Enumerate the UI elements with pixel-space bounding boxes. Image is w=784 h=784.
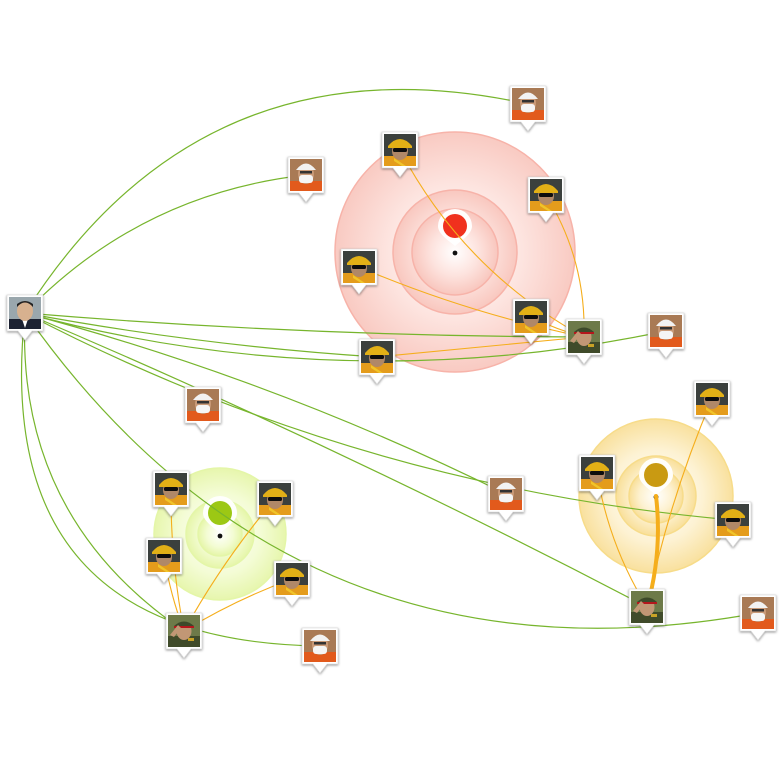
- link-leader-n19: [21, 312, 321, 647]
- firefighter-icon: [696, 383, 728, 415]
- link-leader-n7: [24, 312, 585, 338]
- red-cluster-center: [452, 250, 458, 256]
- firefighter-icon: [384, 134, 416, 166]
- node-n14[interactable]: [152, 470, 190, 517]
- node-n10[interactable]: [184, 386, 222, 433]
- link-leader-n1: [24, 88, 529, 314]
- firefighter-icon: [581, 457, 613, 489]
- masked-rescuer-icon: [490, 478, 522, 510]
- firefighter-icon: [155, 473, 187, 505]
- red-cluster-pin-icon[interactable]: [438, 209, 472, 246]
- node-n19[interactable]: [301, 627, 339, 674]
- link-leader-n20: [24, 312, 734, 521]
- link-n8-n7: [376, 336, 585, 358]
- soldier-icon: [568, 321, 600, 353]
- node-n2[interactable]: [381, 131, 419, 178]
- node-n21[interactable]: [628, 588, 666, 635]
- link-leader-n22: [24, 312, 759, 629]
- node-n11[interactable]: [693, 380, 731, 427]
- firefighter-icon: [717, 504, 749, 536]
- masked-rescuer-icon: [187, 389, 219, 421]
- node-n9[interactable]: [647, 312, 685, 359]
- node-n12[interactable]: [578, 454, 616, 501]
- cluster-layer: [153, 131, 734, 601]
- node-leader[interactable]: [6, 294, 44, 341]
- red-cluster: [334, 131, 576, 373]
- node-n1[interactable]: [509, 85, 547, 132]
- link-n2-n7: [399, 149, 585, 338]
- masked-rescuer-icon: [304, 630, 336, 662]
- link-leader-n21: [24, 312, 648, 608]
- node-n8[interactable]: [358, 338, 396, 385]
- person-portrait-icon: [9, 297, 41, 329]
- node-n18[interactable]: [165, 612, 203, 659]
- link-leader-n13: [24, 312, 507, 495]
- node-n20[interactable]: [714, 501, 752, 548]
- node-n13[interactable]: [487, 475, 525, 522]
- firefighter-icon: [148, 540, 180, 572]
- soldier-icon: [631, 591, 663, 623]
- masked-rescuer-icon: [290, 159, 322, 191]
- firefighter-icon: [515, 301, 547, 333]
- node-n16[interactable]: [145, 537, 183, 584]
- node-n3[interactable]: [287, 156, 325, 203]
- node-n17[interactable]: [273, 560, 311, 607]
- node-n6[interactable]: [512, 298, 550, 345]
- link-leader-n18: [23, 312, 185, 632]
- masked-rescuer-icon: [512, 88, 544, 120]
- masked-rescuer-icon: [650, 315, 682, 347]
- node-n5[interactable]: [340, 248, 378, 295]
- green-cluster-center: [217, 533, 223, 539]
- firefighter-icon: [361, 341, 393, 373]
- firefighter-icon: [276, 563, 308, 595]
- link-leader-n8: [24, 312, 378, 358]
- link-leader-n3: [24, 174, 307, 314]
- firefighter-icon: [259, 483, 291, 515]
- node-n4[interactable]: [527, 176, 565, 223]
- firefighter-icon: [530, 179, 562, 211]
- node-n15[interactable]: [256, 480, 294, 527]
- yellow-cluster-pin-icon[interactable]: [639, 458, 673, 495]
- node-n22[interactable]: [739, 594, 777, 641]
- masked-rescuer-icon: [742, 597, 774, 629]
- link-n5-n7: [358, 266, 585, 338]
- firefighter-icon: [343, 251, 375, 283]
- node-n7[interactable]: [565, 318, 603, 365]
- nodes-layer: [6, 85, 777, 674]
- soldier-icon: [168, 615, 200, 647]
